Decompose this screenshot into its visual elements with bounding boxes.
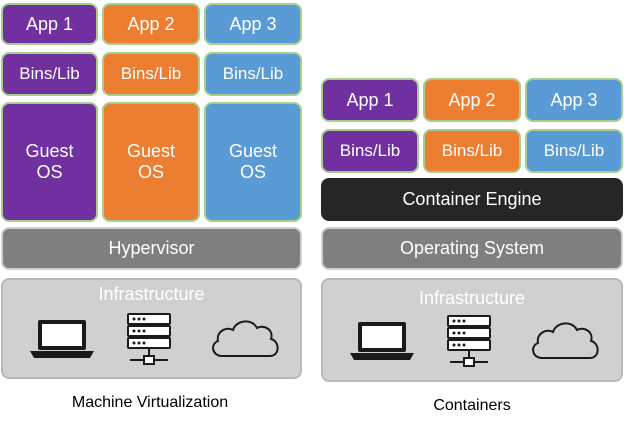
vm-caption: Machine Virtualization [71,394,229,411]
cloud-icon [212,320,279,357]
vm-bins-lib-2: Bins/Lib [102,52,200,96]
ct-container-engine: Container Engine [321,178,623,221]
vm-guest-os-1: Guest OS [1,102,98,222]
laptop-icon [30,320,94,358]
ct-bins-lib-2: Bins/Lib [423,129,521,173]
vm-infrastructure-label: Infrastructure [98,284,205,304]
ct-caption: Containers [433,397,511,414]
laptop-icon [350,322,414,360]
vm-app-3: App 3 [204,3,302,45]
vm-app-1: App 1 [1,3,98,45]
ct-operating-system: Operating System [321,227,623,270]
ct-app-2: App 2 [423,78,521,122]
vm-bins-lib-3: Bins/Lib [204,52,302,96]
ct-bins-lib-1: Bins/Lib [321,129,419,173]
cloud-icon [532,322,599,359]
vm-app-2: App 2 [102,3,200,45]
vm-guest-os-2: Guest OS [102,102,200,222]
vm-bins-lib-1: Bins/Lib [1,52,98,96]
vm-hypervisor: Hypervisor [1,227,302,270]
ct-app-1: App 1 [321,78,419,122]
server-icon [447,315,491,367]
ct-infrastructure-label: Infrastructure [418,288,526,308]
vm-guest-os-3: Guest OS [204,102,302,222]
ct-app-3: App 3 [525,78,623,122]
server-icon [127,313,171,365]
ct-bins-lib-3: Bins/Lib [525,129,623,173]
